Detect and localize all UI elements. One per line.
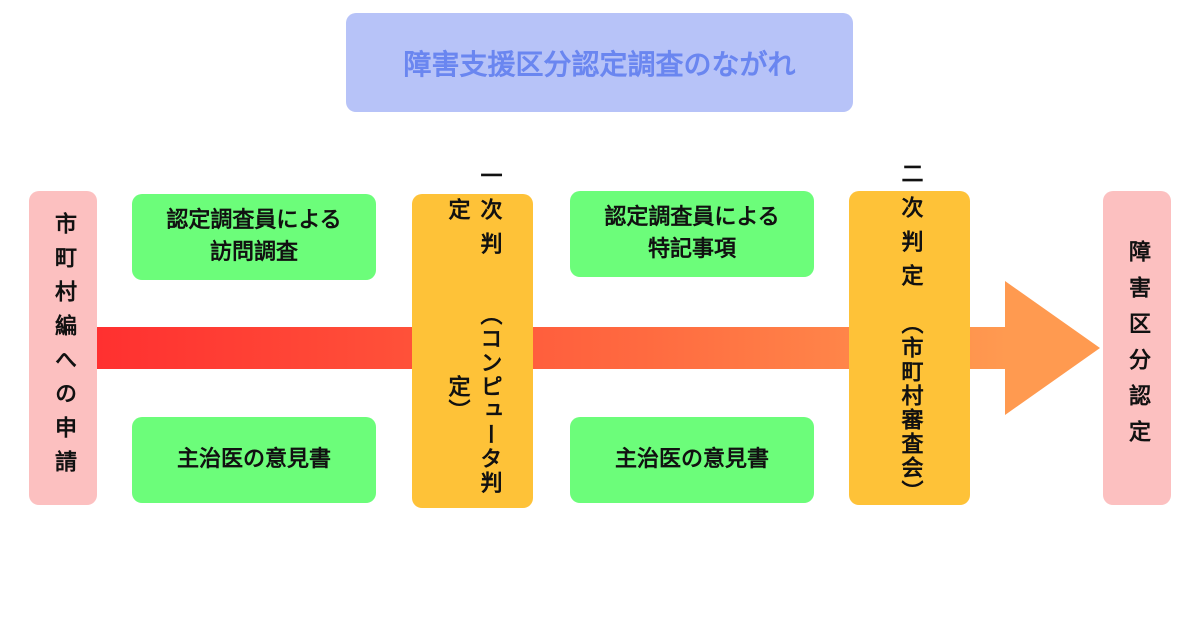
- step-application-label: 市町村編への申請: [51, 212, 76, 484]
- step-first-judgment: 一次判定 （コンピュータ判定）: [412, 164, 533, 508]
- step-visit-survey: 認定調査員による 訪問調査: [132, 194, 376, 280]
- diagram-title: 障害支援区分認定調査のながれ: [346, 13, 853, 112]
- second-judgment-label: 二次判定: [897, 162, 923, 298]
- step-special-notes: 認定調査員による 特記事項: [570, 191, 814, 277]
- step-doctor-opinion-2: 主治医の意見書: [570, 417, 814, 503]
- step-result: 障害区分認定: [1103, 191, 1171, 505]
- first-judgment-label: 一次判定: [444, 164, 502, 267]
- step-doctor-opinion-1: 主治医の意見書: [132, 417, 376, 503]
- first-judgment-sub: （コンピュータ判定）: [444, 303, 502, 496]
- step-application: 市町村編への申請: [29, 191, 97, 505]
- step-second-judgment: 二次判定 （市町村審査会）: [849, 162, 970, 505]
- second-judgment-sub: （市町村審査会）: [897, 312, 923, 504]
- flow-arrow-head: [1005, 281, 1100, 415]
- step-result-label: 障害区分認定: [1125, 240, 1150, 456]
